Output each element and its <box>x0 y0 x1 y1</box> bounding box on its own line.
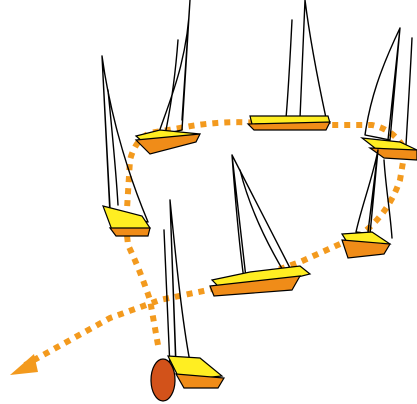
boat-2 <box>134 0 202 155</box>
boat-6 <box>209 154 312 297</box>
boat-4 <box>359 27 417 161</box>
boat-1 <box>101 55 152 237</box>
boat-7 <box>163 199 226 389</box>
route-arrowhead-icon <box>10 354 38 375</box>
start-buoy-icon <box>150 358 176 402</box>
boat-5 <box>340 149 393 259</box>
boat-3 <box>246 0 331 131</box>
